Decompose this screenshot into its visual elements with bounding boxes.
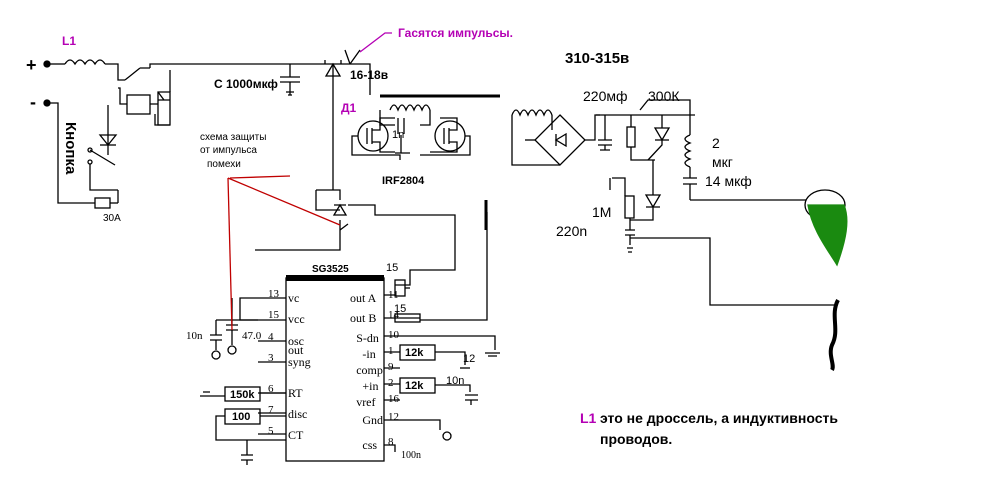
ic-pin-number-r16: 16 bbox=[388, 393, 400, 405]
label-minus: - bbox=[30, 92, 36, 112]
ic-pin-number-5: 5 bbox=[268, 425, 274, 437]
ic-pin-name-15: vcc bbox=[288, 312, 305, 326]
label-button: Кнопка bbox=[62, 122, 79, 175]
label-cap-220: 220мф bbox=[583, 88, 628, 104]
ic-pin-name-r2: +in bbox=[362, 379, 378, 393]
resistor-15-b bbox=[394, 313, 421, 323]
ic-pin-name-5: CT bbox=[288, 428, 304, 442]
note-line2: проводов. bbox=[600, 431, 672, 447]
ic-pin-number-r10: 10 bbox=[388, 329, 400, 341]
ic-pin-number-r1: 1 bbox=[388, 345, 394, 357]
ic-pin-number-13: 13 bbox=[268, 288, 280, 300]
ic-pin-number-r2: 2 bbox=[388, 377, 394, 389]
mosfet-q1 bbox=[357, 120, 389, 152]
mosfet-q2 bbox=[434, 120, 466, 152]
ic-pin-name-r11: out A bbox=[350, 291, 377, 305]
ic-pin-name-r8: css bbox=[362, 438, 377, 452]
label-l1: L1 bbox=[62, 34, 76, 48]
label-plus: + bbox=[26, 55, 37, 75]
ic-pin-name-4: osc bbox=[288, 334, 304, 348]
ic-pin-number-15: 15 bbox=[268, 309, 280, 321]
ic-pin-name-r9: comp bbox=[356, 363, 383, 377]
ic-pin-labels: 13 vc 15 vcc 4 osc 3 syng 6 RT 7 disc 5 CT out out A 11 o… bbox=[268, 288, 400, 452]
potentiometer-1m bbox=[624, 195, 635, 219]
ic-pin-name-osc-out: out bbox=[288, 343, 304, 357]
resistor-300k bbox=[626, 126, 636, 148]
label-mkg: мкг bbox=[712, 154, 733, 170]
ic-pin-name-r10: S-dn bbox=[356, 331, 379, 345]
label-r-150k: 150k bbox=[230, 389, 255, 401]
label-prot-2: от импульса bbox=[200, 145, 257, 156]
ic-pin-name-r14: out B bbox=[350, 311, 376, 325]
ic-pin-number-4: 4 bbox=[268, 331, 274, 343]
ic-pin-name-r1: -in bbox=[362, 347, 375, 361]
ic-pin-number-6: 6 bbox=[268, 383, 274, 395]
ic-pin-name-13: vc bbox=[288, 291, 299, 305]
ic-pin-number-r8: 8 bbox=[388, 436, 394, 448]
label-cap-10n-right: 10n bbox=[446, 375, 464, 387]
label-cap-100n: 100n bbox=[401, 450, 421, 461]
label-r-15a: 15 bbox=[386, 262, 398, 274]
label-r-12k-b: 12k bbox=[405, 380, 424, 392]
inductor-l1 bbox=[64, 59, 106, 66]
transformer-secondary bbox=[511, 109, 553, 117]
label-v-out: 310-315в bbox=[565, 50, 629, 67]
label-cap-main: С 1000мкф bbox=[214, 77, 278, 91]
label-r-1m: 1М bbox=[592, 204, 611, 220]
label-pin12-gnd: 12 bbox=[463, 353, 475, 365]
label-r-12k-a: 12k bbox=[405, 347, 424, 359]
label-cap-47: 47.0 bbox=[242, 330, 262, 342]
ic-pin-number-r11: 11 bbox=[388, 289, 399, 301]
label-ic-name: SG3525 bbox=[312, 264, 349, 275]
ic-pin-name-r12: Gnd bbox=[362, 413, 383, 427]
label-r-15b: 15 bbox=[394, 303, 406, 315]
label-prot-1: схема защиты bbox=[200, 132, 266, 143]
label-fuse: 30А bbox=[103, 213, 121, 224]
bridge-rectifier bbox=[534, 114, 586, 166]
resistor-150k bbox=[224, 386, 261, 402]
label-mosfet: IRF2804 bbox=[382, 175, 425, 187]
label-cap-10n-left: 10n bbox=[186, 330, 203, 342]
label-pulse-note: Гасятся импульсы. bbox=[398, 26, 513, 40]
note-l1: L1 bbox=[580, 410, 597, 426]
fuse bbox=[94, 197, 111, 209]
label-n2: 2 bbox=[712, 135, 720, 151]
label-prot-3: помехи bbox=[207, 159, 241, 170]
note-line1: это не дроссель, а индуктивность bbox=[600, 410, 838, 426]
label-zener-v: 16-18в bbox=[350, 68, 388, 82]
ic-pin-number-r14: 14 bbox=[388, 309, 400, 321]
label-cap-1n: 1n bbox=[392, 129, 404, 141]
ic-pin-number-3: 3 bbox=[268, 352, 274, 364]
label-cap-14: 14 мкф bbox=[705, 173, 752, 189]
transformer-primary bbox=[389, 104, 431, 112]
label-d1: Д1 bbox=[341, 101, 357, 115]
ic-pin-number-r9: 9 bbox=[388, 361, 394, 373]
label-r-300k: 300К bbox=[648, 88, 680, 104]
label-r-100: 100 bbox=[232, 411, 250, 423]
ic-pin-name-r16: vref bbox=[356, 395, 375, 409]
ic-pin-number-r12: 12 bbox=[388, 411, 399, 423]
ic-pin-name-6: RT bbox=[288, 386, 303, 400]
ic-pin-number-7: 7 bbox=[268, 404, 274, 416]
label-cap-220n: 220n bbox=[556, 223, 587, 239]
ic-pin-name-3: syng bbox=[288, 355, 311, 369]
relay-coil bbox=[126, 94, 151, 115]
ic-pin-name-7: disc bbox=[288, 407, 307, 421]
